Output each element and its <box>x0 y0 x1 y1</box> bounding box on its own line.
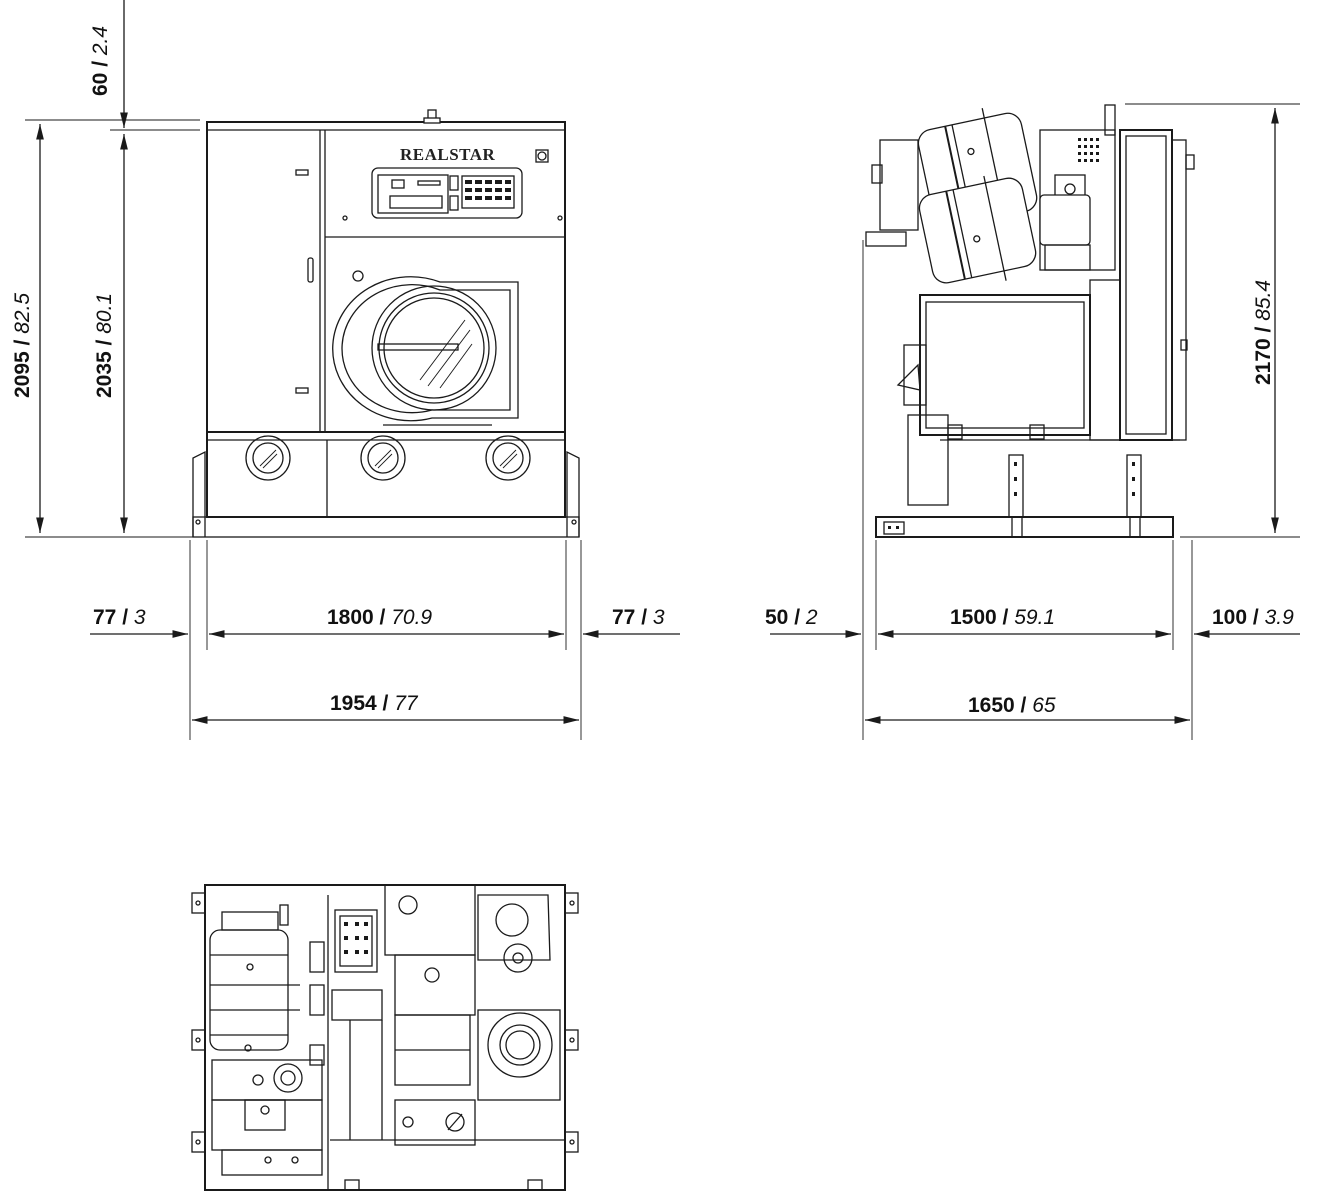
dim-label-right-foot: 77 / 3 <box>612 606 665 629</box>
dim-label-top-gap: 60 / 2.4 <box>89 26 112 96</box>
svg-text:2035 / 80.1: 2035 / 80.1 <box>93 293 116 398</box>
dim-label-side-height: 2170 / 85.4 <box>1252 280 1275 385</box>
dim-label-total-depth: 1650 / 65 <box>968 694 1056 717</box>
side-dimensions <box>770 108 1300 724</box>
front-view: REALSTAR <box>25 109 582 740</box>
svg-text:2095 / 82.5: 2095 / 82.5 <box>11 293 34 398</box>
front-dimensions <box>36 0 680 724</box>
side-view <box>862 103 1300 740</box>
dim-label-body-width: 1800 / 70.9 <box>327 606 432 629</box>
dim-label-depth: 1500 / 59.1 <box>950 606 1055 629</box>
dim-label-left-gap: 50 / 2 <box>765 606 818 629</box>
dim-label-total-width: 1954 / 77 <box>330 692 419 715</box>
dim-label-total-height: 2095 / 82.5 <box>11 293 34 398</box>
svg-text:2170 / 85.4: 2170 / 85.4 <box>1252 280 1275 385</box>
top-view <box>191 884 579 1191</box>
dim-label-body-height: 2035 / 80.1 <box>93 293 116 398</box>
dim-label-left-foot: 77 / 3 <box>93 606 146 629</box>
dim-label-right-gap: 100 / 3.9 <box>1212 606 1294 629</box>
svg-text:60 / 2.4: 60 / 2.4 <box>89 26 112 96</box>
brand-logo: REALSTAR <box>400 145 496 164</box>
